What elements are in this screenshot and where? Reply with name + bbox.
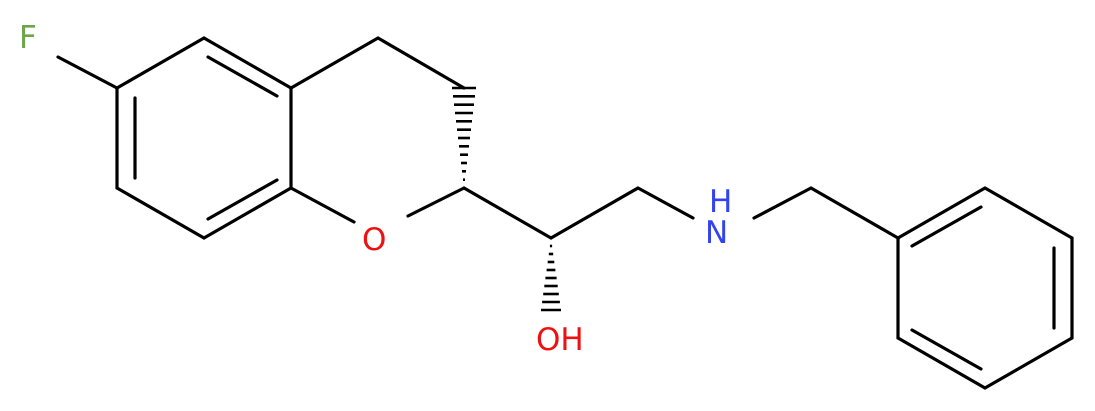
atom-labels: F O OH N H bbox=[19, 20, 732, 358]
hydroxyl-label: OH bbox=[536, 322, 584, 358]
bond-ring-a-4 bbox=[202, 186, 293, 240]
bond-c8a-o bbox=[289, 186, 356, 224]
bond-ring-a-2 bbox=[202, 36, 293, 90]
ring-oxygen-label: O bbox=[362, 222, 386, 258]
bond-ring-a-5 bbox=[115, 186, 206, 240]
bond-ph-1-inner bbox=[910, 205, 983, 248]
hashed-wedge-chiral-oh bbox=[541, 244, 561, 312]
bond-o-c2 bbox=[406, 186, 466, 218]
bond-ph-2 bbox=[983, 186, 1074, 240]
bond-ph-5-inner bbox=[910, 328, 983, 371]
amine-h-label: H bbox=[709, 184, 732, 220]
bond-ring-a-2-inner bbox=[206, 55, 279, 98]
bond-ring-a-1 bbox=[115, 36, 206, 90]
bond-c4a-c4 bbox=[289, 36, 380, 90]
bond-benzyl-phenyl bbox=[809, 186, 900, 240]
bonds bbox=[56, 36, 1074, 390]
bond-n-benzyl bbox=[752, 186, 813, 220]
bond-ring-a-4-inner bbox=[206, 178, 279, 221]
bond-chiral-ch2 bbox=[549, 186, 640, 240]
bond-ch2-n bbox=[636, 186, 695, 220]
bond-ph-5 bbox=[896, 336, 987, 390]
hashed-wedge-c2-c3 bbox=[452, 86, 476, 181]
fluorine-label: F bbox=[19, 20, 37, 56]
bond-c4-c3 bbox=[376, 36, 466, 90]
bond-ph-1 bbox=[896, 186, 987, 240]
bond-c2-chiral bbox=[462, 186, 553, 240]
bond-ph-4 bbox=[983, 336, 1074, 390]
amine-n-label: N bbox=[705, 215, 728, 251]
bond-f-c6 bbox=[56, 55, 119, 90]
